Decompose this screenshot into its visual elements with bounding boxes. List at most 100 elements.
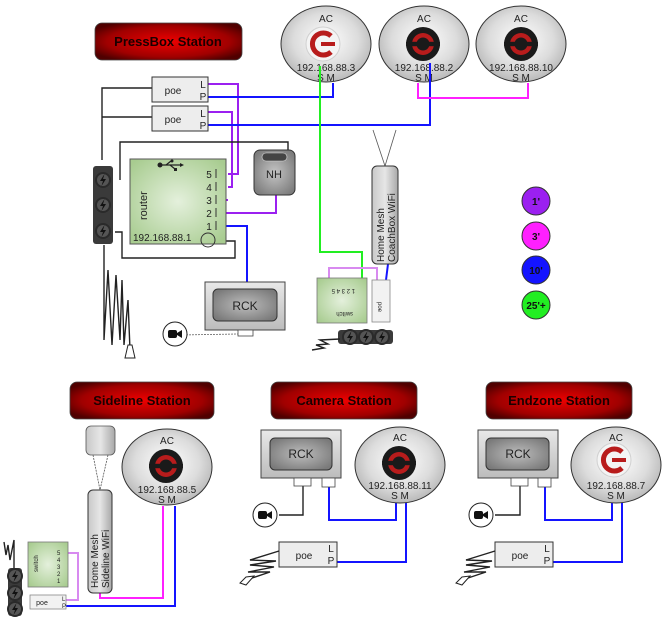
wire-switch5-poe <box>328 267 378 280</box>
poe-port-p: P <box>200 121 207 132</box>
legend-label: 1' <box>532 197 540 208</box>
poe-injector-1: poe L P <box>151 76 209 103</box>
ap-ports: S M <box>158 495 176 506</box>
ap-ip: 192.168.88.3 <box>297 63 356 74</box>
rck-label: RCK <box>288 447 313 461</box>
poe-port-p: P <box>200 92 207 103</box>
mesh-label-line2: Sideline WiFi <box>101 530 112 588</box>
ap-label: AC <box>417 14 431 25</box>
usb-icon <box>157 159 184 171</box>
mesh-label-line1: Home Mesh <box>90 534 101 588</box>
ethernet-port-icon <box>537 477 552 488</box>
power-line-router <box>115 231 236 259</box>
access-point-1: AC 192.168.88.3 S M <box>280 5 372 84</box>
switch-port-3: 3 <box>57 565 61 571</box>
router-port-2: 2 <box>206 209 212 220</box>
poe-label: poe <box>296 551 313 562</box>
wire-router2-nh <box>216 195 277 214</box>
legend-item-3ft: 3' <box>521 221 551 251</box>
switch-label: switch <box>336 310 353 316</box>
poe-port-l: L <box>328 544 334 555</box>
mesh-label-line1: Home Mesh <box>376 208 387 262</box>
switch-label: switch <box>34 555 40 572</box>
sideline-station-header: Sideline Station <box>69 381 215 420</box>
hdmi-port-icon <box>510 477 529 487</box>
camera-icon <box>468 502 494 528</box>
wire-switch5-poe <box>65 552 79 601</box>
camera-cable <box>495 480 521 516</box>
coil-cable <box>245 550 280 581</box>
legend-item-1ft: 1' <box>521 186 551 216</box>
ac-logo-icon <box>306 27 340 61</box>
poe-label: poe <box>36 600 48 607</box>
poe-injector-endzone: poe L P <box>494 541 554 568</box>
nh-label: NH <box>266 169 282 181</box>
sideline-switch: switch 5 4 3 2 1 <box>27 541 69 588</box>
legend-item-10ft: 10' <box>521 255 551 285</box>
coachbox-switch: 1 2 3 4 5 switch <box>316 277 368 324</box>
usb-c-port-icon <box>261 152 288 162</box>
ap-label: AC <box>393 433 407 444</box>
poe-port-l: L <box>544 544 550 555</box>
wire-rck-ac11 <box>328 486 397 521</box>
plug-icon <box>455 575 472 586</box>
wire-poe2-router4 <box>208 111 233 188</box>
ap-label: AC <box>160 436 174 447</box>
outlet-icon <box>7 585 23 601</box>
wire-mesh-poe <box>385 263 389 281</box>
ap-ip: 192.168.88.5 <box>138 485 197 496</box>
outlet-icon <box>7 601 23 617</box>
ap-ip: 192.168.88.11 <box>368 481 432 492</box>
poe-label: poe <box>376 302 382 313</box>
poe-injector-2: poe L P <box>151 105 209 132</box>
poe-label: poe <box>165 115 182 126</box>
ap-ports: S M <box>317 73 335 84</box>
ap-label: AC <box>609 433 623 444</box>
cable-length-legend: 1' 3' 10' 25'+ <box>521 186 551 320</box>
access-point-6: AC 192.168.88.7 S M <box>570 426 662 504</box>
legend-label: 3' <box>532 232 540 243</box>
access-point-2: AC 192.168.88.2 S M <box>378 5 470 84</box>
outlet-icon <box>374 329 390 345</box>
ap-ip: 192.168.88.7 <box>587 481 646 492</box>
poe-port-l: L <box>62 597 66 603</box>
router-port-3: 3 <box>206 196 212 207</box>
poe-label: poe <box>512 551 529 562</box>
switch-port-4: 4 <box>57 558 61 564</box>
poe-port-l: L <box>200 80 206 91</box>
legend-label: 25'+ <box>526 301 546 312</box>
ap-ip: 192.168.88.10 <box>489 63 553 74</box>
coachbox-power-strip <box>311 329 393 351</box>
poe-port-p: P <box>328 556 335 567</box>
coil-cable <box>461 550 496 581</box>
access-point-4: AC 192.168.88.5 S M <box>121 428 213 506</box>
pressbox-station: PressBox Station <box>93 5 567 359</box>
router-port-5: 5 <box>206 170 212 181</box>
poe-port-p: P <box>544 556 551 567</box>
ac-logo-icon <box>597 443 631 477</box>
outlet-icon <box>95 197 111 213</box>
switch-port-1: 1 <box>57 579 61 585</box>
wire-router1-rck <box>220 225 248 284</box>
endzone-station: Endzone Station RCK AC 192.168.88.7 S M … <box>455 381 662 586</box>
ac-logo-icon <box>406 27 440 61</box>
poe-label: poe <box>165 86 182 97</box>
ethernet-port-icon <box>321 477 336 488</box>
wire-ac3-switch1 <box>319 66 363 280</box>
camera-station-title: Camera Station <box>296 393 391 408</box>
mesh-sideline: Home Mesh Sideline WiFi <box>87 489 113 594</box>
wire-ac7-poe <box>553 503 623 563</box>
router-ip: 192.168.88.1 <box>133 233 192 244</box>
wire-ac11-poe <box>337 503 407 563</box>
router-port-4: 4 <box>206 183 212 194</box>
router-port-1: 1 <box>206 222 212 233</box>
ap-ports: S M <box>607 491 625 502</box>
hdmi-port-icon <box>293 477 312 487</box>
plug-icon <box>124 344 136 359</box>
outlet-icon <box>7 568 23 584</box>
power-line-nh <box>119 141 289 180</box>
ap-ports: S M <box>415 73 433 84</box>
mesh-label-line2: CoachBox WiFi <box>387 193 398 262</box>
mesh-coachbox: Home Mesh CoachBox WiFi <box>371 129 399 265</box>
camera-station: Camera Station RCK AC 192.168.88.11 S M … <box>239 381 446 586</box>
